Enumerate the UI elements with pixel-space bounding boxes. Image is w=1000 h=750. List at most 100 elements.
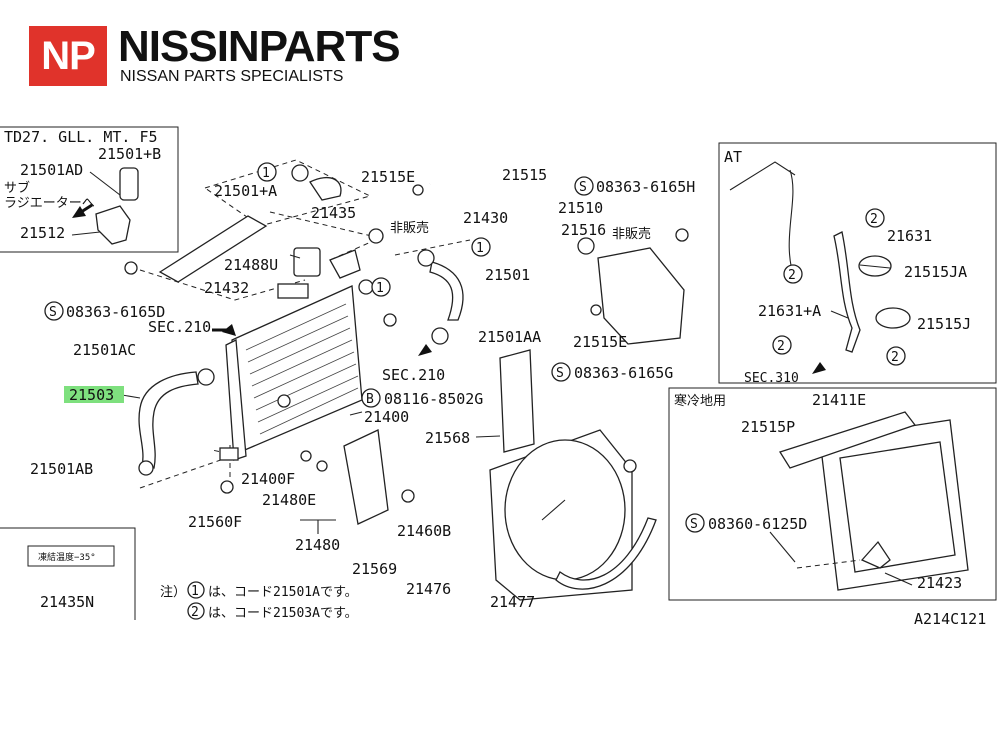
label-21501ad[interactable]: 21501AD (20, 161, 83, 179)
inset-coolant-label: 凍結温度−35° 21435N (0, 527, 136, 620)
label-21501[interactable]: 21501 (485, 266, 530, 284)
label-08116-8502g[interactable]: 08116-8502G (384, 390, 483, 408)
label-21411e[interactable]: 21411E (812, 391, 866, 409)
label-21460b[interactable]: 21460B (397, 522, 451, 540)
label-sec310[interactable]: SEC.310 (744, 371, 799, 386)
clamp-21501ab-drawing (138, 460, 154, 476)
s-mark-icon (685, 513, 705, 533)
label-21515p[interactable]: 21515P (741, 418, 795, 436)
hose-21501-drawing (429, 261, 464, 321)
clip-21480e-drawing (300, 450, 312, 462)
label-08363-6165g[interactable]: 08363-6165G (574, 364, 673, 382)
inset-td27: TD27. GLL. MT. F5 21501AD 21501+B サブ ラジエ… (0, 126, 179, 253)
clamp-21501aa-drawing (431, 327, 449, 345)
label-21400[interactable]: 21400 (364, 408, 409, 426)
label-21488u[interactable]: 21488U (224, 256, 278, 274)
label-21476[interactable]: 21476 (406, 580, 451, 598)
label-21631-a[interactable]: 21631+A (758, 302, 821, 320)
arrow-sec210-icon (222, 324, 236, 336)
bracket-21411e-drawing (779, 411, 917, 469)
label-21515[interactable]: 21515 (502, 166, 547, 184)
mark-2-icon (886, 346, 906, 366)
marker-1: 1 (371, 277, 391, 297)
svg-text:B: B (366, 392, 374, 407)
fitting-drawing (95, 205, 131, 245)
label-sec210-a[interactable]: SEC.210 (148, 318, 211, 336)
label-21432[interactable]: 21432 (204, 279, 249, 297)
note-mark-1-icon (187, 581, 205, 599)
tube-21515-drawing (429, 174, 598, 303)
hose-upper-drawing (309, 177, 342, 201)
mark-2-icon (783, 264, 803, 284)
label-21501aa[interactable]: 21501AA (478, 328, 541, 346)
inset-cold-region: 寒冷地用 21411E 21515P S 08360-6125D 21411 2… (668, 387, 997, 601)
label-21515e-mid[interactable]: 21515E (573, 333, 627, 351)
note-sub-line2: ラジエーターへ (4, 196, 95, 211)
cap-21515j-drawing (875, 307, 911, 329)
label-08360-6125d[interactable]: 08360-6125D (708, 515, 807, 533)
clamp-drawing (417, 249, 435, 267)
diagram-code: A214C121 (914, 610, 986, 628)
label-21503[interactable]: 21503 (69, 386, 114, 404)
label-21515e-top[interactable]: 21515E (361, 168, 415, 186)
label-21568[interactable]: 21568 (425, 429, 470, 447)
clip-21480e-drawing (316, 460, 328, 472)
clip-21515e-drawing (590, 304, 602, 316)
bolt-drawing (358, 279, 374, 295)
bracket-21400f-drawing (219, 447, 239, 461)
inset-td27-title: TD27. GLL. MT. F5 (4, 128, 158, 146)
label-21501ac[interactable]: 21501AC (73, 341, 136, 359)
label-21435n[interactable]: 21435N (40, 593, 94, 611)
label-21501-a[interactable]: 21501+A (214, 182, 277, 200)
neck-drawing (329, 249, 361, 279)
lower-shroud-21477-drawing (555, 517, 657, 590)
svg-text:S: S (690, 517, 698, 532)
screw-08363-6165g-drawing (623, 459, 637, 473)
radiator-side-tank (225, 338, 247, 461)
hose-21631-drawing (833, 231, 861, 353)
label-21569[interactable]: 21569 (352, 560, 397, 578)
clamp-21501ac-drawing (197, 368, 215, 386)
label-21480[interactable]: 21480 (295, 536, 340, 554)
label-21400f[interactable]: 21400F (241, 470, 295, 488)
label-21515ja[interactable]: 21515JA (904, 263, 967, 281)
label-21435[interactable]: 21435 (311, 204, 356, 222)
bolt-drawing (383, 313, 397, 327)
highlight-21503 (64, 386, 124, 403)
label-21516[interactable]: 21516 (561, 221, 606, 239)
inset-cold-title: 寒冷地用 (674, 393, 726, 409)
svg-text:1: 1 (262, 166, 270, 181)
label-21501-b[interactable]: 21501+B (98, 145, 161, 163)
np-logo: NP (29, 26, 107, 86)
label-21501ab[interactable]: 21501AB (30, 460, 93, 478)
hose-21503-drawing (138, 371, 199, 469)
label-08363-6165d[interactable]: 08363-6165D (66, 303, 165, 321)
brand-header: NP NISSINPARTS NISSAN PARTS SPECIALISTS (24, 22, 404, 90)
label-21515j[interactable]: 21515J (917, 315, 971, 333)
screw-08363-6165h-drawing (675, 228, 689, 242)
logo-letters: NP (41, 33, 96, 78)
svg-text:1: 1 (191, 584, 199, 599)
label-21512[interactable]: 21512 (20, 224, 65, 242)
label-21430[interactable]: 21430 (463, 209, 508, 227)
brand-tagline: NISSAN PARTS SPECIALISTS (120, 68, 344, 85)
label-21480e[interactable]: 21480E (262, 491, 316, 509)
note-mark-2-icon (187, 602, 205, 620)
cap-21423-drawing (860, 540, 891, 569)
label-21560f[interactable]: 21560F (188, 513, 242, 531)
arrow-sec210-icon (418, 344, 432, 356)
label-21477[interactable]: 21477 (490, 593, 535, 611)
label-08363-6165h[interactable]: 08363-6165H (596, 178, 695, 196)
label-21510[interactable]: 21510 (558, 199, 603, 217)
radiator-21400-drawing (231, 285, 363, 453)
mark-2-icon (772, 335, 792, 355)
svg-text:1: 1 (476, 241, 484, 256)
cap-21516-drawing (577, 237, 595, 255)
label-21631[interactable]: 21631 (887, 227, 932, 245)
label-hibaibai-1: 非販売 (390, 220, 429, 236)
label-sec210-b[interactable]: SEC.210 (382, 366, 445, 384)
clip-21515e-top-drawing (412, 184, 424, 196)
s-mark-icon (574, 176, 594, 196)
label-21423[interactable]: 21423 (917, 574, 962, 592)
